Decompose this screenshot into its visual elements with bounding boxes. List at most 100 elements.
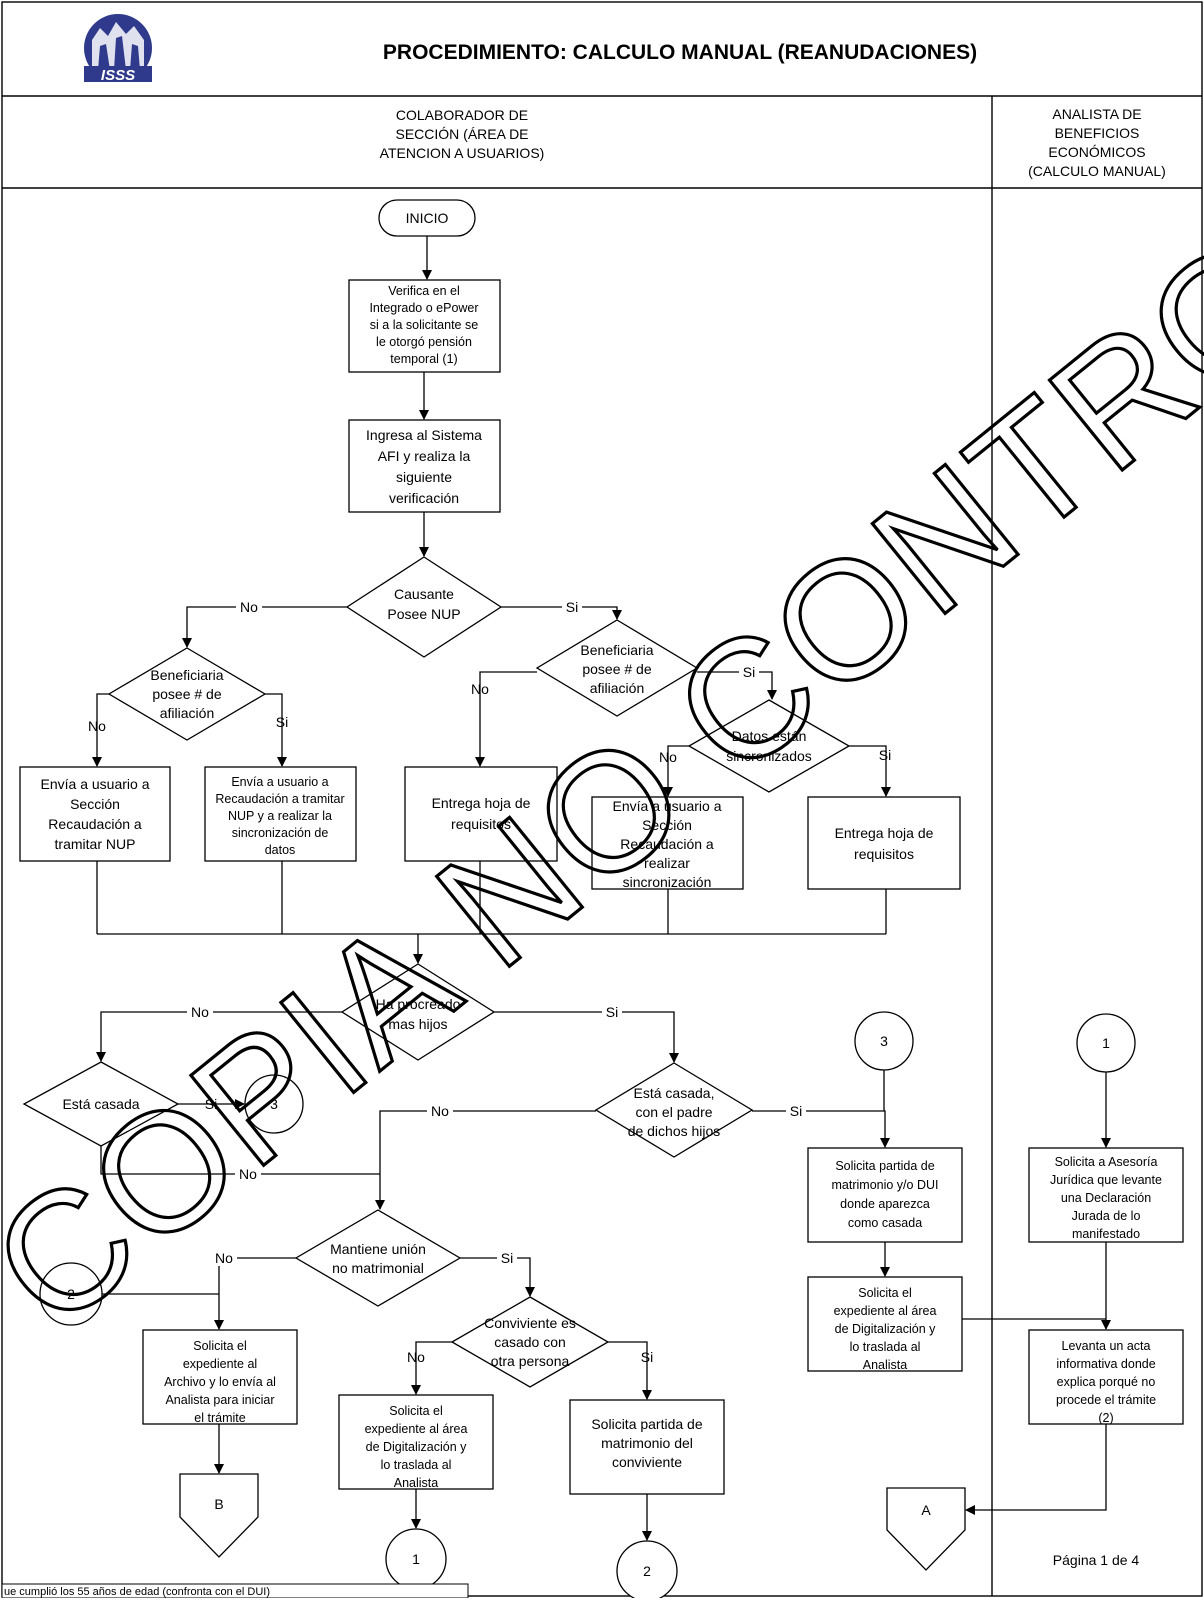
process-verifica [348,279,501,373]
lane-right-label-line: ANALISTA DE [1052,106,1141,122]
lane-right-label-line: ECONÓMICOS [1048,144,1145,160]
connector-1-bottom-label: 1 [412,1551,420,1567]
process-solicita-partida-conviviente [569,1399,725,1495]
page-number: Página 1 de 4 [1053,1552,1140,1568]
edge-label-si-benef-right: Si [743,664,755,680]
label-ingresa-line: AFI y realiza la [378,448,471,464]
label-benef-right-line: Beneficiaria [580,642,653,658]
label-sol-partida-line: matrimonio y/o DUI [832,1178,939,1192]
process-envia-nup [19,766,171,862]
label-sol-digit1-line: Analista [394,1476,439,1490]
decision-beneficiaria-left [107,647,267,741]
label-sol-digit2-line: expediente al área [834,1304,937,1318]
label-conviviente-line: casado con [494,1334,566,1350]
label-sol-asesoria-line: Jurídica que levante [1050,1173,1162,1187]
label-levanta-line: informativa donde [1056,1357,1155,1371]
process-solicita-partida [807,1147,963,1243]
label-sol-digit1-line: expediente al área [365,1422,468,1436]
connector-labels: 3 3 1 2 1 2 B A [67,1033,1110,1579]
edge-label-no-procreado: No [191,1004,209,1020]
edge-label-si-procreado: Si [606,1004,618,1020]
edge-label-no-mantiene: No [215,1250,233,1266]
label-envia-nup-sync-line: NUP y a realizar la [228,809,332,823]
label-entrega2-line: Entrega hoja de [835,825,934,841]
edge-label-si-benef-left: Si [276,714,288,730]
label-envia-sync-line: realizar [644,855,690,871]
label-entrega2: Entrega hoja de requisitos [835,825,934,862]
label-envia-nup-line: Recaudación a [48,816,142,832]
label-procreado-line: Ha procreado [376,996,461,1012]
process-levanta-acta [1028,1329,1184,1425]
label-sol-asesoria-line: una Declaración [1061,1191,1151,1205]
process-envia-nup-sincronizacion [204,766,357,862]
decision-mantiene-union [294,1209,462,1307]
edge-label-no-benef-right: No [471,681,489,697]
label-entrega1-line: requisitos [451,816,511,832]
connector-1-right-label: 1 [1102,1035,1110,1051]
label-datos: Datos están sincronizados [726,728,812,764]
label-casada-line: Está casada [62,1096,139,1112]
process-entrega-requisitos-1 [404,766,558,862]
label-casada-padre-line: con el padre [635,1104,712,1120]
lane-left-label-line: ATENCION A USUARIOS) [380,145,545,161]
label-sol-digit2-line: Solicita el [858,1286,912,1300]
lane-left-label-line: COLABORADOR DE [396,107,528,123]
process-envia-sincronizacion [591,796,744,890]
label-causante-line: Posee NUP [387,606,460,622]
label-verifica-line: temporal (1) [390,352,457,366]
label-entrega1-line: Entrega hoja de [432,795,531,811]
label-envia-nup-sync-line: sincronización de [232,826,329,840]
label-benef-left-line: afiliación [160,705,214,721]
label-sol-archivo-line: el trámite [194,1411,245,1425]
process-ingresa [348,419,501,513]
footnote-text: ue cumplió los 55 años de edad (confront… [4,1586,270,1598]
label-benef-left-line: Beneficiaria [150,667,223,683]
label-envia-nup-sync-line: Recaudación a tramitar [215,792,344,806]
lane-right-label-line: BENEFICIOS [1055,125,1140,141]
edge-label-no-causante: No [240,599,258,615]
label-sol-partida-line: como casada [848,1216,922,1230]
label-sol-partida-line: donde aparezca [840,1197,930,1211]
label-benef-left-line: posee # de [152,686,221,702]
label-ingresa-line: siguiente [396,469,452,485]
label-datos-line: Datos están [732,728,807,744]
label-conviviente-line: otra persona [491,1353,570,1369]
lane-right-label-line: (CALCULO MANUAL) [1028,163,1166,179]
label-verifica-line: le otorgó pensión [376,335,472,349]
label-ingresa-line: Ingresa al Sistema [366,427,482,443]
label-verifica-line: Integrado o ePower [369,301,478,315]
label-envia-nup-line: tramitar NUP [55,836,136,852]
edge-label-si-datos: Si [879,747,891,763]
process-solicita-asesoria [1028,1147,1184,1243]
edge-labels: No Si No Si No Si No Si No Si Si No Si N… [88,599,891,1365]
label-sol-archivo-line: Analista para iniciar [165,1393,274,1407]
label-sol-partida-conv-line: conviviente [612,1454,682,1470]
edge-label-si-causante: Si [566,599,578,615]
label-sol-archivo-line: Solicita el [193,1339,247,1353]
connector-3-left-label: 3 [270,1096,278,1112]
label-causante-line: Causante [394,586,454,602]
label-sol-asesoria-line: Jurada de lo [1072,1209,1141,1223]
label-sol-asesoria-line: manifestado [1072,1227,1140,1241]
label-entrega2-line: requisitos [854,846,914,862]
label-sol-archivo-line: Archivo y lo envía al [164,1375,276,1389]
label-envia-nup-sync-line: datos [265,843,296,857]
label-envia-sync-line: Sección [642,817,692,833]
connector-2-bottom-label: 2 [643,1563,651,1579]
logo-text: ISSS [101,67,135,84]
offpage-B-label: B [214,1496,223,1512]
label-sol-asesoria-line: Solicita a Asesoría [1055,1155,1158,1169]
edge-label-no-casada: No [239,1166,257,1182]
label-datos-line: sincronizados [726,748,812,764]
connector-3-left [244,1074,304,1134]
